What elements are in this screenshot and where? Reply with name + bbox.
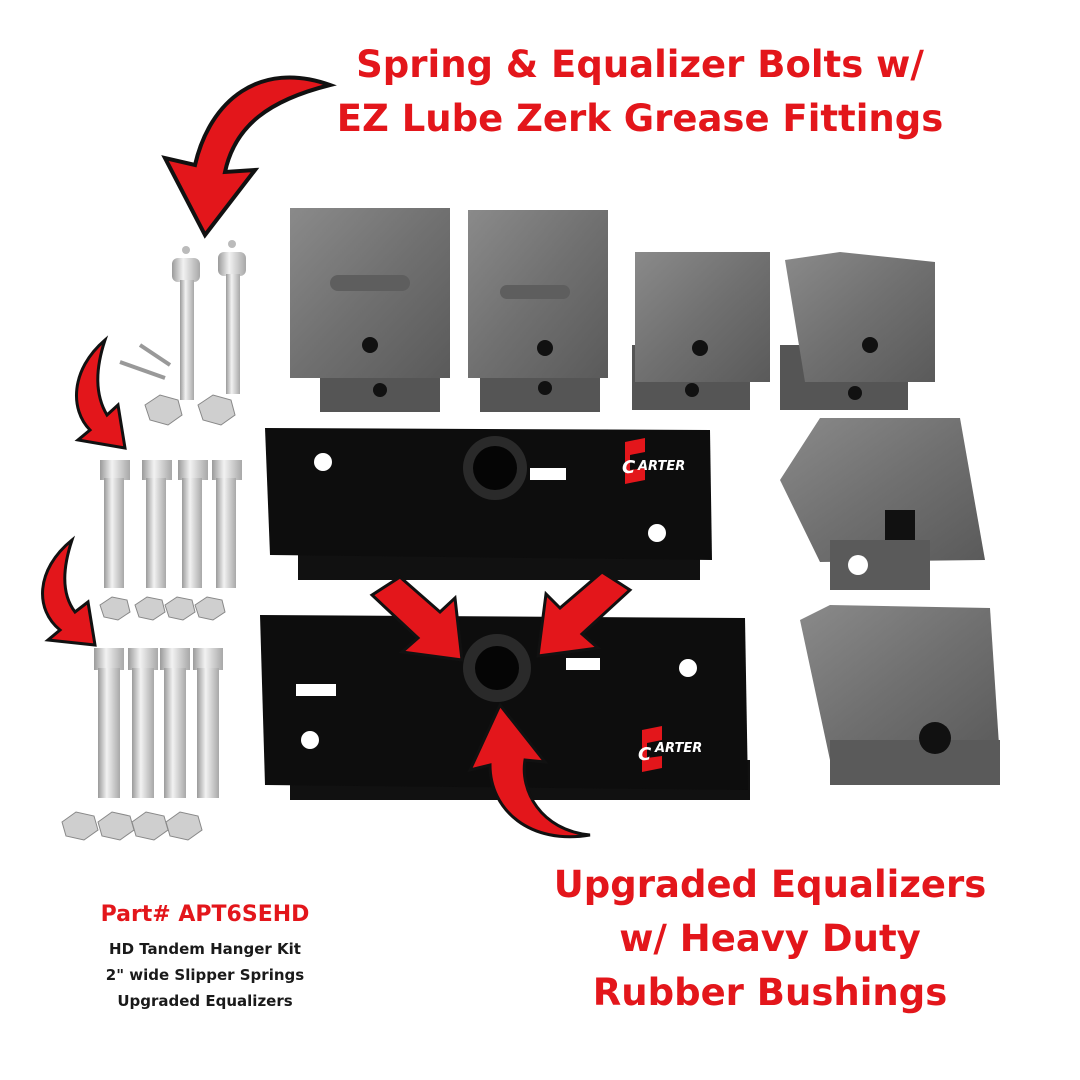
hanger-bracket-2	[468, 210, 608, 412]
equalizer-bolt-set-2	[61, 648, 223, 841]
hanger-bracket-3	[632, 252, 770, 410]
hanger-bracket-6	[800, 605, 1000, 785]
hanger-bracket-1	[290, 208, 450, 412]
spec-line-1: HD Tandem Hanger Kit	[109, 940, 301, 958]
caption-bolts-line2: EZ Lube Zerk Grease Fittings	[336, 97, 944, 140]
caption-equalizers-line3: Rubber Bushings	[592, 971, 948, 1014]
logo-text: ARTER	[654, 741, 702, 756]
arrow-bushing-bottom	[467, 702, 591, 839]
hanger-bracket-4	[780, 252, 935, 410]
caption-equalizers-line2: w/ Heavy Duty	[619, 917, 921, 960]
arrow-bushing-left	[369, 575, 464, 662]
arrow-bushing-right	[536, 570, 633, 658]
logo-letter: C	[638, 744, 652, 765]
equalizer-bolt-set-1	[99, 460, 242, 621]
carter-logo-top: C ARTER	[622, 438, 685, 484]
caption-bolts-line1: Spring & Equalizer Bolts w/	[356, 43, 924, 86]
equalizer-top	[265, 428, 712, 580]
caption-equalizers-line1: Upgraded Equalizers	[553, 863, 987, 906]
arrow-lower-left	[41, 535, 97, 647]
spec-line-2: 2" wide Slipper Springs	[105, 966, 305, 984]
arrow-mid-left	[74, 335, 127, 450]
arrow-top-left	[161, 75, 337, 239]
carter-logo-bottom: C ARTER	[638, 726, 702, 772]
logo-letter: C	[622, 457, 636, 478]
hanger-bracket-5	[780, 418, 985, 590]
spring-bolt-pair	[119, 240, 246, 426]
logo-text: ARTER	[637, 459, 685, 474]
part-number: Part# APT6SEHD	[100, 902, 310, 927]
spec-line-3: Upgraded Equalizers	[117, 992, 293, 1010]
